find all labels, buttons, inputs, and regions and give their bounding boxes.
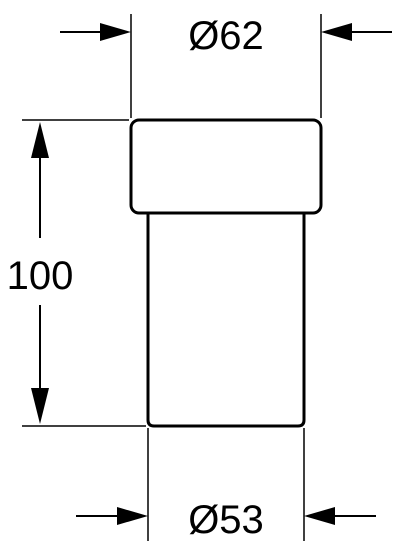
top-arrow-left-icon: [100, 23, 131, 41]
height-arrow-bottom-icon: [31, 388, 49, 424]
tumbler-rim: [129, 118, 323, 215]
bottom-arrow-right-icon: [304, 507, 335, 525]
bottom-diameter-label: Ø53: [188, 498, 264, 542]
top-arrow-right-icon: [321, 23, 352, 41]
height-label: 100: [7, 254, 74, 298]
tumbler-outline: [129, 118, 323, 428]
top-diameter-dimension: Ø62: [60, 14, 392, 118]
top-diameter-label: Ø62: [188, 14, 264, 58]
height-dimension: 100: [7, 119, 146, 427]
height-arrow-top-icon: [31, 122, 49, 158]
bottom-arrow-left-icon: [117, 507, 148, 525]
bottom-diameter-dimension: Ø53: [76, 428, 376, 542]
tumbler-body: [146, 214, 306, 428]
